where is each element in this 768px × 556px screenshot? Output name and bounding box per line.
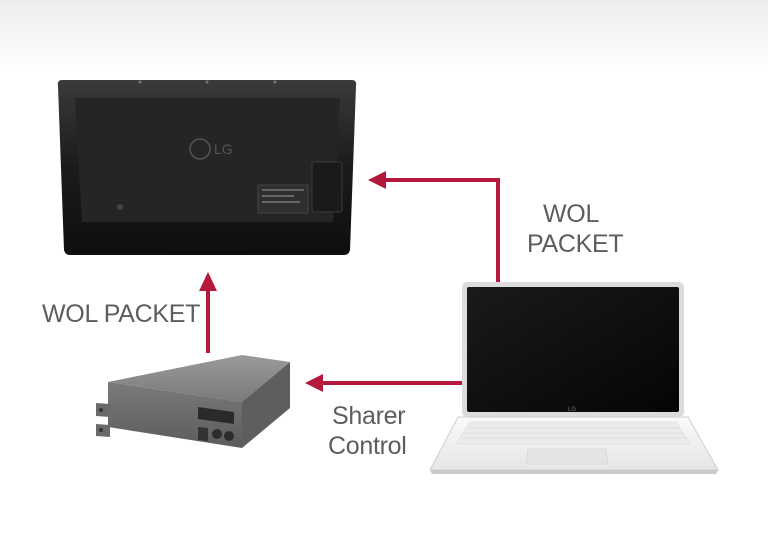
label-laptop-to-box-line2: Control bbox=[328, 432, 407, 460]
tv-brand-logo: LG bbox=[214, 141, 233, 157]
laptop-brand-logo: LG bbox=[568, 407, 576, 413]
label-laptop-to-tv-line1: WOL bbox=[543, 200, 600, 228]
sharer-button bbox=[198, 427, 208, 441]
label-laptop-to-tv-line2: PACKET bbox=[527, 230, 624, 258]
sharer-port bbox=[212, 429, 222, 439]
tv-io-panel bbox=[311, 161, 343, 213]
label-laptop-to-tv: WOL PACKET bbox=[527, 199, 624, 259]
tv-rear-view: LG bbox=[57, 80, 357, 255]
sharer-device bbox=[96, 355, 290, 448]
laptop: LG bbox=[429, 282, 719, 474]
label-laptop-to-box-line1: Sharer bbox=[332, 402, 406, 430]
arrow-laptop-to-box bbox=[305, 374, 464, 392]
tv-lg-logo-icon bbox=[189, 138, 211, 160]
label-laptop-to-box: Sharer Control bbox=[328, 401, 407, 461]
arrow-laptop-to-tv bbox=[368, 171, 500, 285]
tv-stand-mount bbox=[170, 232, 248, 250]
laptop-screen bbox=[467, 287, 679, 412]
sharer-display bbox=[198, 407, 234, 424]
arrow-box-to-tv bbox=[199, 272, 217, 353]
laptop-touchpad bbox=[525, 448, 609, 465]
label-box-to-tv: WOL PACKET bbox=[42, 300, 201, 328]
